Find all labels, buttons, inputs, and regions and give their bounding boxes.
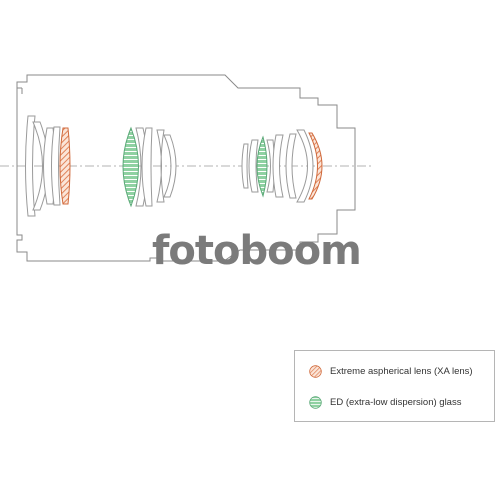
ed-glass-swatch-icon [309,396,322,409]
lens-element [285,133,297,199]
legend-box: Extreme aspherical lens (XA lens) ED (ex… [294,350,495,422]
ed-lens-element [122,126,139,208]
legend-item-xa-lens: Extreme aspherical lens (XA lens) [309,365,473,378]
lens-element [248,139,259,193]
lens-element [272,134,284,198]
legend-label-xa-lens: Extreme aspherical lens (XA lens) [330,366,473,377]
lens-element [156,129,165,203]
lens-element [25,115,36,217]
barrel-outline [16,74,356,262]
lens-element [163,134,177,198]
xa-lens-element [59,127,71,205]
ed-lens-element [256,135,268,198]
legend-label-ed-glass: ED (extra-low dispersion) glass [330,397,462,408]
lens-element [241,143,249,189]
watermark-logo: fotoboom [152,228,362,274]
lens-element [296,129,314,203]
xa-lens-swatch-icon [309,365,322,378]
legend-item-ed-glass: ED (extra-low dispersion) glass [309,396,461,409]
xa-lens-element [308,132,323,200]
lens-element [51,126,61,206]
lens-element [141,127,153,207]
